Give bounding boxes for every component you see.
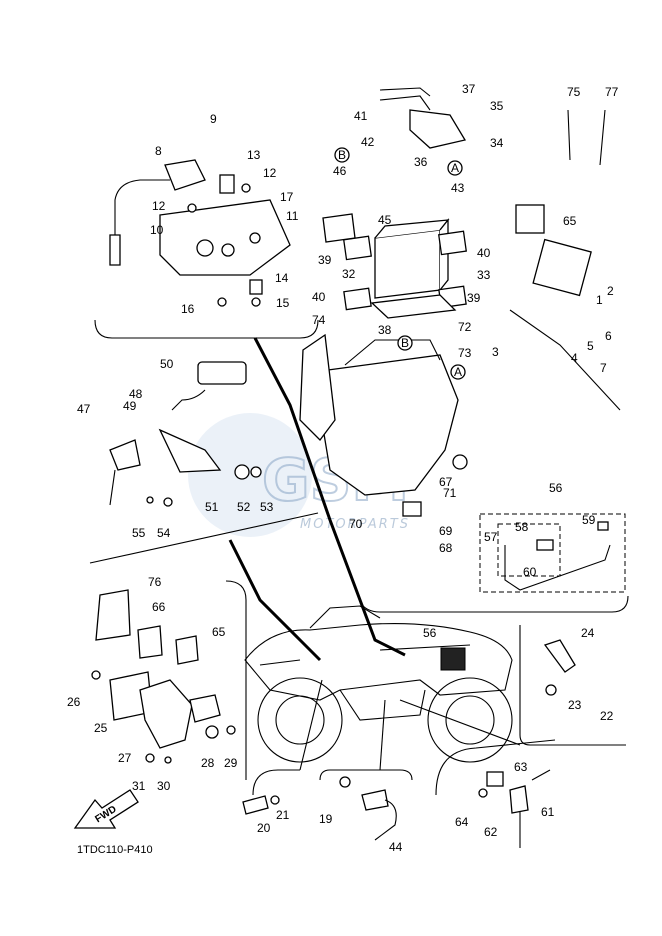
part-label: 8	[155, 144, 162, 158]
ref-letter-a: A	[454, 365, 462, 379]
part-label: 63	[514, 760, 528, 774]
part-label: 43	[451, 181, 465, 195]
part-label: 20	[257, 821, 271, 835]
part-label: 55	[132, 526, 146, 540]
part-label: 48	[129, 387, 143, 401]
part-label: 31	[132, 779, 146, 793]
part-label: 72	[458, 320, 472, 334]
part-label: 71	[443, 486, 457, 500]
part-label: 35	[490, 99, 504, 113]
part-label: 25	[94, 721, 108, 735]
part-label: 41	[354, 109, 368, 123]
atv-outline	[244, 605, 513, 763]
part-label: 38	[378, 323, 392, 337]
rectifier-group	[91, 589, 236, 764]
part-label: 56	[549, 481, 563, 495]
part-label: 58	[515, 520, 529, 534]
part-label: 74	[312, 313, 326, 327]
part-label: 5	[587, 339, 594, 353]
sensor-group	[242, 639, 576, 848]
part-label: 27	[118, 751, 132, 765]
part-label: 24	[581, 626, 595, 640]
part-label: 17	[280, 190, 294, 204]
part-label: 33	[477, 268, 491, 282]
part-label: 73	[458, 346, 472, 360]
part-label: 7	[600, 361, 607, 375]
part-label: 1	[596, 293, 603, 307]
part-label: 29	[224, 756, 238, 770]
ref-letter-b: B	[401, 336, 409, 350]
watermark-sub: MOTORPARTS	[300, 517, 410, 532]
part-number-labels: 1 2 3 4 5 6 7 9 8 10 11 12 12 13 14 15 1…	[67, 82, 619, 854]
part-label: 12	[152, 199, 166, 213]
part-label: 56	[423, 626, 437, 640]
part-label: 2	[607, 284, 614, 298]
part-label: 47	[77, 402, 91, 416]
part-label: 57	[484, 530, 498, 544]
diagram-code: 1TDC110-P410	[77, 844, 153, 856]
part-label: 30	[157, 779, 171, 793]
part-label: 23	[568, 698, 582, 712]
part-label: 15	[276, 296, 290, 310]
part-label: 50	[160, 357, 174, 371]
part-label: 65	[212, 625, 226, 639]
part-label: 54	[157, 526, 171, 540]
part-label: 10	[150, 223, 164, 237]
part-label: 14	[275, 271, 289, 285]
part-label: 60	[523, 565, 537, 579]
battery-group	[299, 87, 621, 517]
fwd-arrow: FWD	[73, 789, 139, 829]
ref-letter-b: B	[338, 148, 346, 162]
part-label: 21	[276, 808, 290, 822]
part-label: 76	[148, 575, 162, 589]
part-label: 22	[600, 709, 614, 723]
harness-detail	[479, 513, 626, 593]
part-label: 45	[378, 213, 392, 227]
ignition-group	[109, 159, 291, 307]
part-label: 46	[333, 164, 347, 178]
ref-letters: A A B B	[334, 147, 466, 380]
part-label: 37	[462, 82, 476, 96]
part-label: 77	[605, 85, 619, 99]
part-label: 40	[312, 290, 326, 304]
part-label: 62	[484, 825, 498, 839]
part-label: 51	[205, 500, 219, 514]
part-label: 69	[439, 524, 453, 538]
part-label: 19	[319, 812, 333, 826]
part-label: 9	[210, 112, 217, 126]
part-label: 44	[389, 840, 403, 854]
part-label: 49	[123, 399, 137, 413]
part-label: 39	[318, 253, 332, 267]
main-switch-group	[109, 361, 262, 507]
part-label: 65	[563, 214, 577, 228]
part-label: 26	[67, 695, 81, 709]
part-label: 13	[247, 148, 261, 162]
part-label: 64	[455, 815, 469, 829]
part-label: 3	[492, 345, 499, 359]
part-label: 16	[181, 302, 195, 316]
part-label: 40	[477, 246, 491, 260]
part-label: 28	[201, 756, 215, 770]
part-label: 70	[349, 517, 363, 531]
part-label: 32	[342, 267, 356, 281]
part-label: 59	[582, 513, 596, 527]
part-label: 68	[439, 541, 453, 555]
part-label: 67	[439, 475, 453, 489]
part-label: 34	[490, 136, 504, 150]
part-label: 36	[414, 155, 428, 169]
part-label: 42	[361, 135, 375, 149]
part-label: 6	[605, 329, 612, 343]
part-label: 4	[571, 351, 578, 365]
ref-letter-a: A	[451, 161, 459, 175]
part-label: 11	[286, 209, 299, 223]
part-label: 66	[152, 600, 166, 614]
part-label: 75	[567, 85, 581, 99]
part-label: 39	[467, 291, 481, 305]
part-label: 53	[260, 500, 274, 514]
part-label: 12	[263, 166, 277, 180]
part-label: 61	[541, 805, 555, 819]
part-label: 52	[237, 500, 251, 514]
section-borders	[89, 319, 629, 796]
